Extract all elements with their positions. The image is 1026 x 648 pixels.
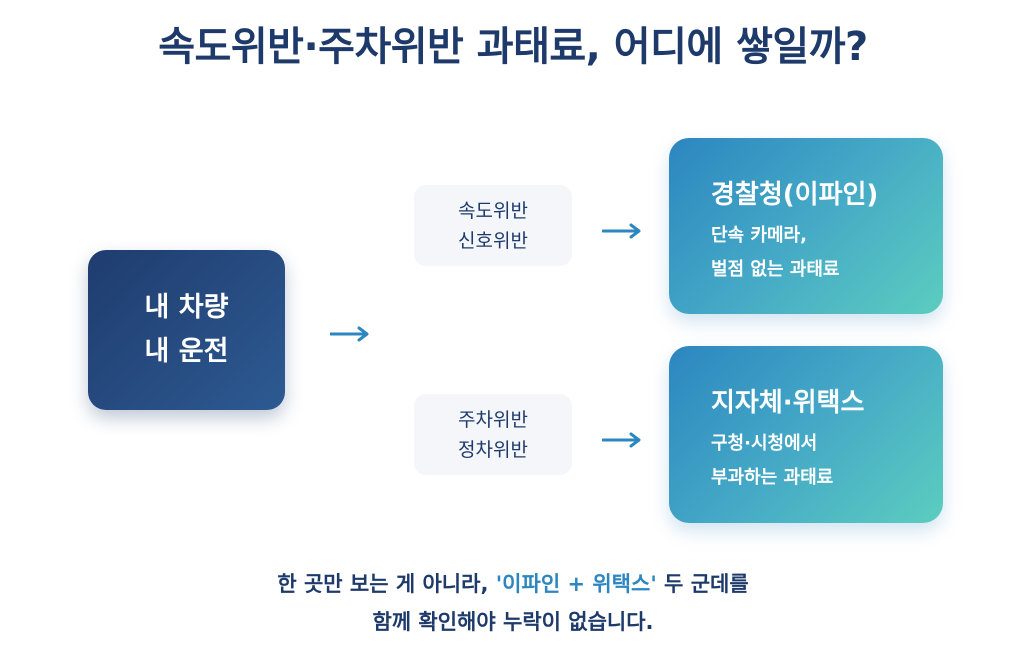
violation-line-1: 속도위반 — [458, 199, 528, 222]
violation-box-parking: 주차위반 정차위반 — [414, 394, 572, 475]
footer-text-before: 한 곳만 보는 게 아니라, — [277, 572, 496, 596]
page-title: 속도위반·주차위반 과태료, 어디에 쌓일까? — [158, 24, 868, 70]
source-box-my-vehicle: 내 차량 내 운전 — [88, 250, 285, 410]
footer-highlight: '이파인 + 위택스' — [495, 572, 657, 596]
violation-line-2: 정차위반 — [458, 438, 528, 461]
source-line-2: 내 운전 — [144, 336, 229, 367]
agency-desc-line-2: 벌점 없는 과태료 — [711, 259, 840, 280]
violation-box-speeding: 속도위반 신호위반 — [414, 185, 572, 266]
footer-line-1: 한 곳만 보는 게 아니라, '이파인 + 위택스' 두 군데를 — [0, 568, 1026, 598]
agency-desc-line-2: 부과하는 과태료 — [711, 467, 834, 488]
arrow-right-icon — [330, 326, 370, 342]
violation-line-1: 주차위반 — [458, 408, 528, 431]
agency-title: 경찰청(이파인) — [711, 180, 879, 210]
agency-title: 지자체·위택스 — [711, 388, 865, 418]
footer-text-after: 두 군데를 — [656, 572, 749, 596]
agency-box-local-gov: 지자체·위택스 구청·시청에서 부과하는 과태료 — [669, 346, 943, 523]
violation-line-2: 신호위반 — [458, 229, 528, 252]
footer-line-2: 함께 확인해야 누락이 없습니다. — [372, 610, 654, 634]
agency-desc-line-1: 단속 카메라, — [711, 225, 807, 246]
agency-box-police: 경찰청(이파인) 단속 카메라, 벌점 없는 과태료 — [669, 138, 943, 314]
arrow-right-icon — [602, 223, 642, 239]
source-line-1: 내 차량 — [144, 292, 229, 323]
agency-desc-line-1: 구청·시청에서 — [711, 433, 818, 454]
arrow-right-icon — [602, 432, 642, 448]
